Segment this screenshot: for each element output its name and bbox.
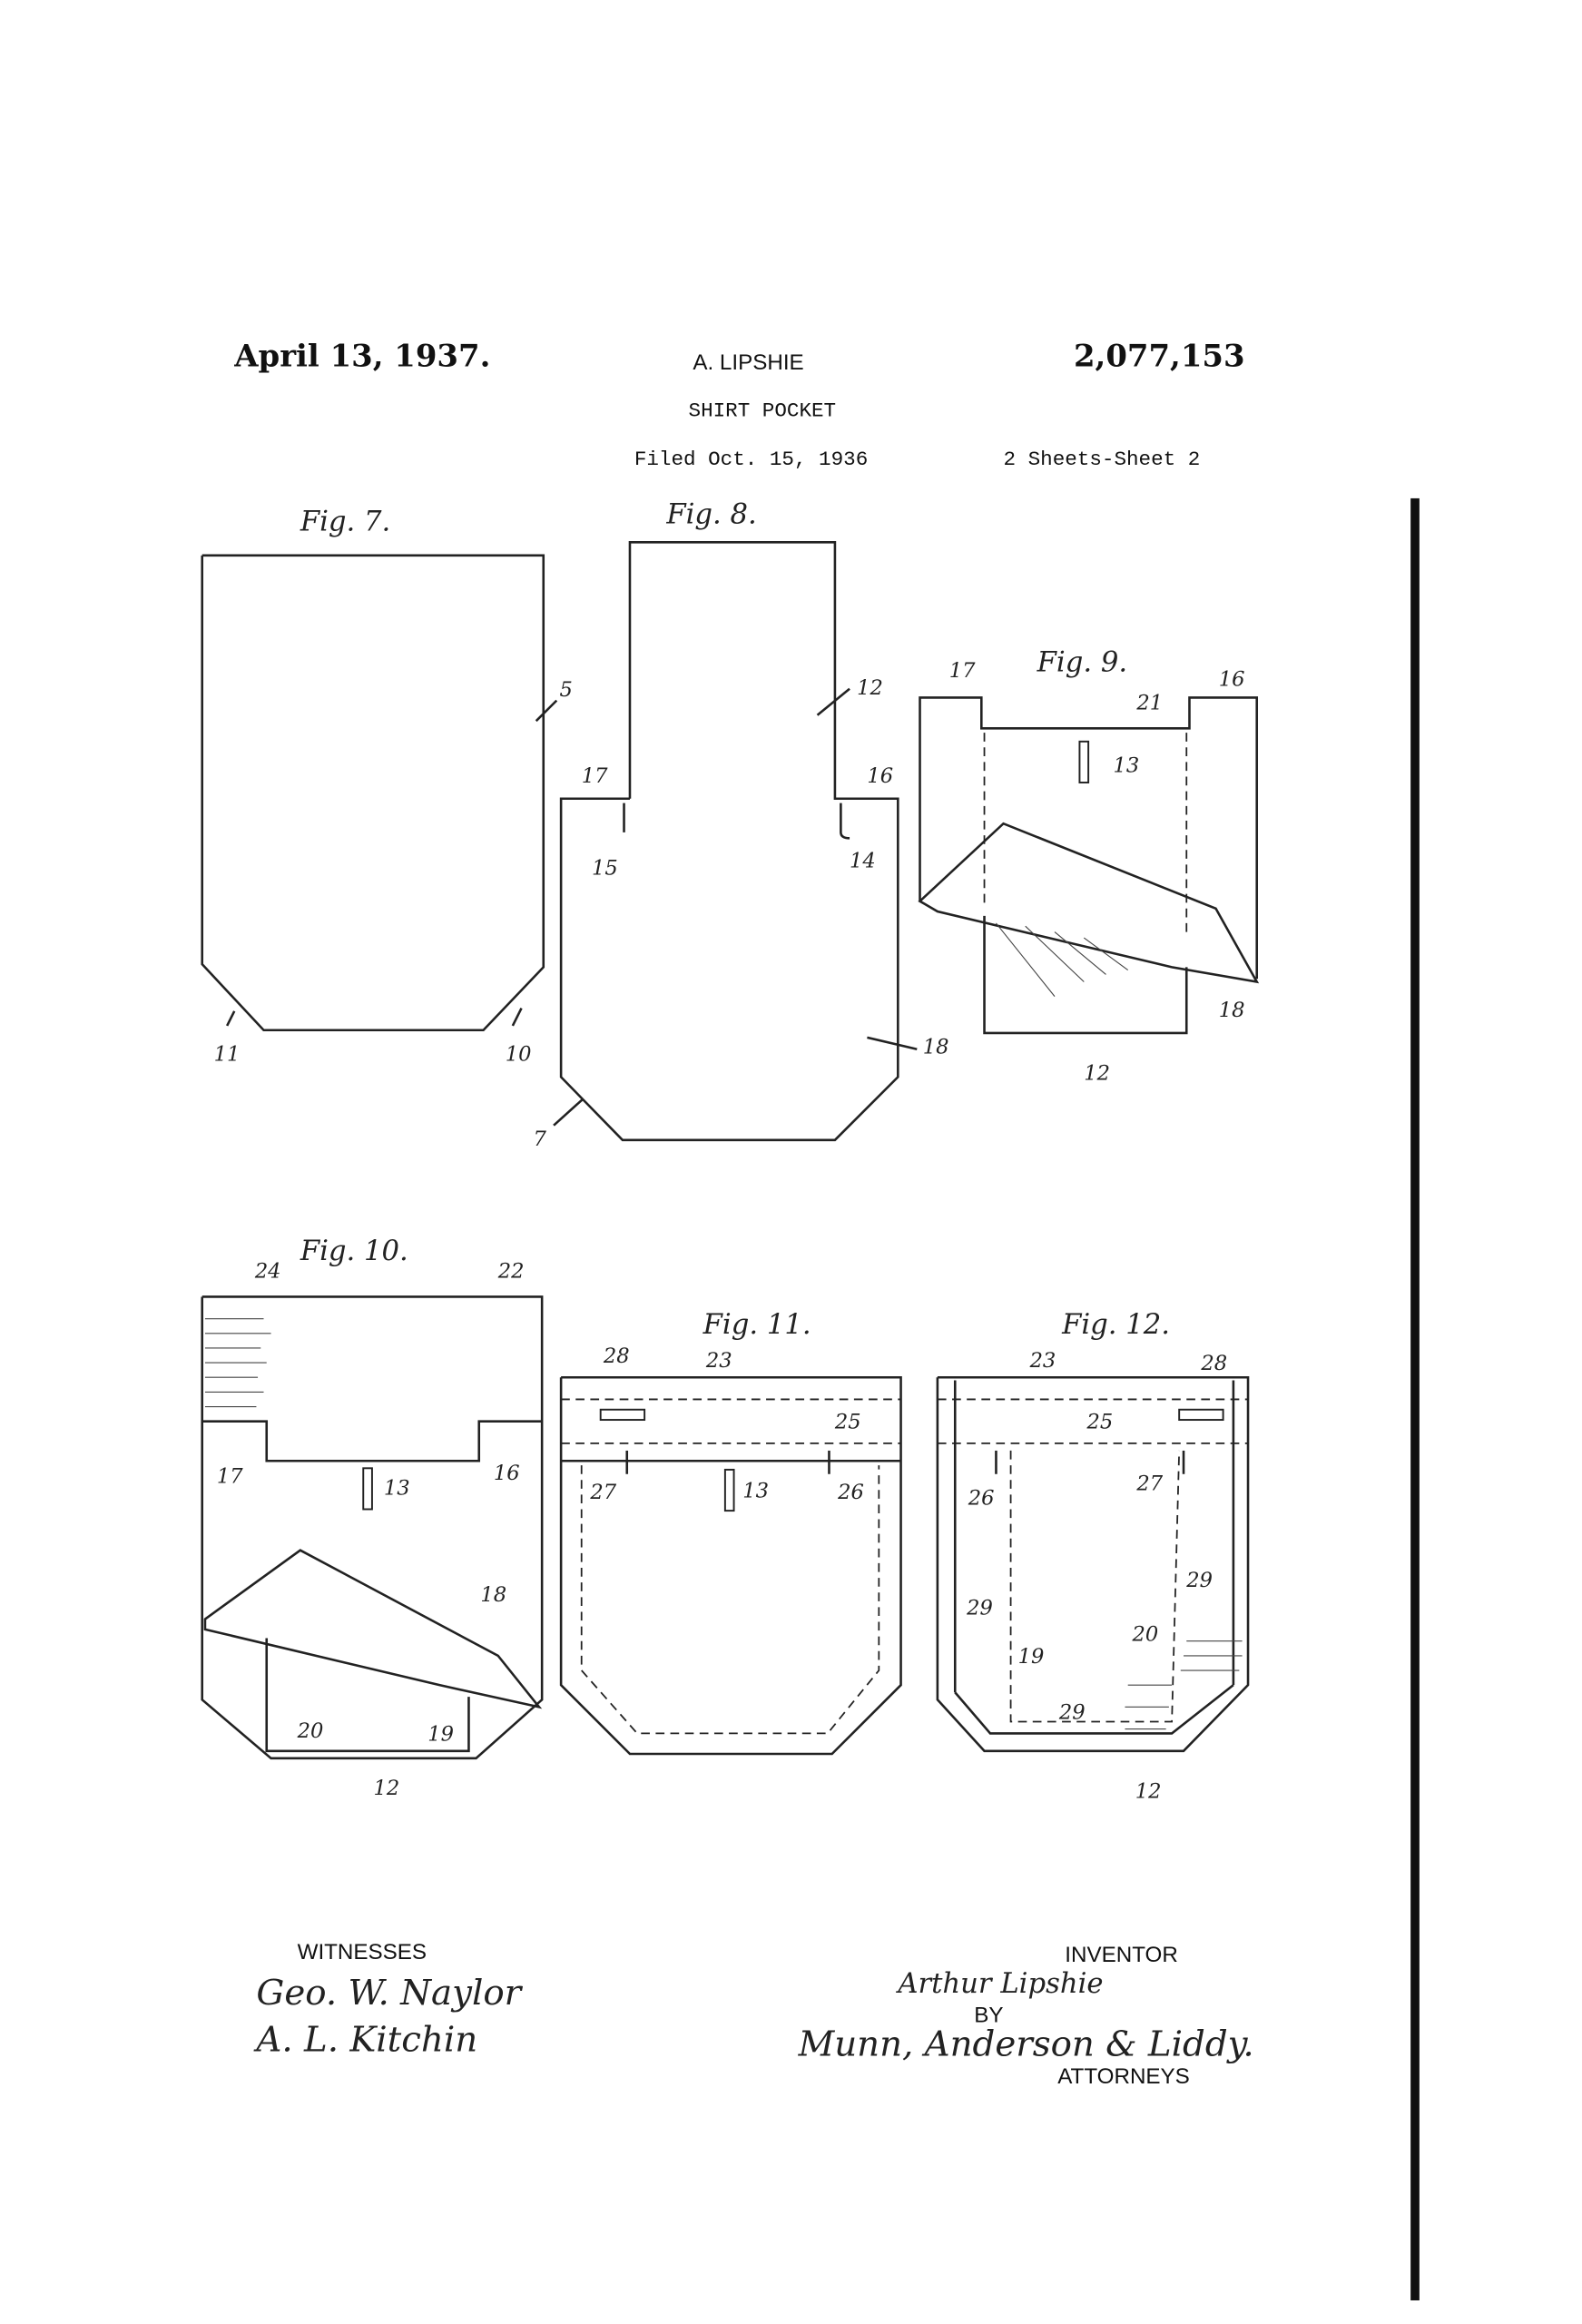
ref-label: 12 (857, 676, 883, 700)
figure-9: Fig. 9. 17 16 21 13 18 12 (918, 646, 1260, 1086)
ref-label: 21 (1135, 691, 1163, 714)
ref-label: 19 (427, 1722, 454, 1746)
ref-label: 12 (1084, 1062, 1110, 1086)
ref-label: 29 (1058, 1700, 1086, 1724)
margin-line (1410, 497, 1420, 2300)
ref-label: 13 (742, 1480, 769, 1503)
ref-label: 28 (1200, 1352, 1227, 1375)
figure-title: Fig. 8. (665, 498, 756, 530)
ref-label: 16 (494, 1462, 520, 1485)
attorneys-signature: Munn, Anderson & Liddy. (798, 2024, 1254, 2064)
ref-label: 10 (506, 1043, 532, 1067)
ref-label: 24 (254, 1259, 281, 1283)
ref-label: 17 (582, 764, 608, 788)
figure-title: Fig. 9. (1037, 646, 1127, 678)
ref-label: 23 (1029, 1349, 1056, 1373)
patent-number: 2,077,153 (1074, 338, 1245, 374)
ref-label: 18 (923, 1036, 949, 1059)
ref-label: 23 (705, 1349, 732, 1373)
ref-label: 25 (1086, 1411, 1114, 1434)
ref-label: 22 (497, 1259, 525, 1283)
ref-label: 17 (217, 1464, 243, 1488)
figure-title: Fig. 11. (703, 1309, 811, 1341)
inventor-label: INVENTOR (1065, 1943, 1178, 1967)
attorneys-label: ATTORNEYS (1057, 2064, 1190, 2089)
witnesses-label: WITNESSES (298, 1940, 427, 1965)
witness-signature: Geo. W. Naylor (256, 1973, 523, 2014)
figure-title: Fig. 12. (1061, 1309, 1170, 1341)
figure-11: Fig. 11. 28 23 25 27 13 26 (559, 1309, 902, 1756)
ref-label: 14 (850, 850, 876, 873)
ref-label: 18 (1219, 999, 1245, 1022)
ref-label: 19 (1018, 1645, 1045, 1669)
ref-label: 29 (966, 1597, 993, 1620)
ref-label: 26 (837, 1481, 864, 1504)
ref-label: 20 (297, 1719, 324, 1743)
ref-label: 12 (1135, 1779, 1162, 1803)
ref-label: 5 (560, 678, 573, 702)
ref-label: 25 (834, 1411, 861, 1434)
by-label: BY (974, 2003, 1003, 2027)
witness-signature: A. L. Kitchin (253, 2020, 477, 2061)
ref-label: 7 (533, 1128, 546, 1151)
ref-label: 27 (1135, 1472, 1163, 1496)
figure-12: Fig. 12. 23 28 25 26 27 29 29 20 19 29 1… (936, 1309, 1250, 1803)
ref-label: 13 (1114, 754, 1140, 778)
figure-title: Fig. 10. (300, 1236, 408, 1267)
figure-7: Fig. 7. 5 11 10 (201, 506, 573, 1067)
ref-label: 15 (592, 857, 618, 881)
patent-title: SHIRT POCKET (689, 399, 837, 423)
inventor-name: A. LIPSHIE (693, 350, 803, 375)
figure-title: Fig. 7. (300, 506, 390, 537)
ref-label: 26 (968, 1487, 995, 1511)
ref-label: 18 (480, 1583, 506, 1607)
ref-label: 13 (384, 1476, 410, 1500)
figure-10: Fig. 10. 24 22 17 16 13 18 20 19 12 (201, 1236, 544, 1800)
filed-date: Filed Oct. 15, 1936 (634, 448, 868, 471)
ref-label: 16 (1219, 667, 1245, 691)
ref-label: 27 (589, 1481, 616, 1504)
inventor-signature: Arthur Lipshie (895, 1968, 1103, 2000)
ref-label: 20 (1132, 1623, 1159, 1647)
ref-label: 17 (949, 659, 976, 683)
ref-label: 29 (1185, 1569, 1213, 1592)
ref-label: 11 (214, 1043, 241, 1067)
sheet-count: 2 Sheets-Sheet 2 (1004, 448, 1201, 471)
figure-8: Fig. 8. 12 17 16 15 14 18 7 (533, 498, 948, 1151)
ref-label: 12 (374, 1777, 400, 1800)
patent-date: April 13, 1937. (233, 338, 490, 374)
ref-label: 28 (603, 1344, 630, 1368)
ref-label: 16 (867, 764, 893, 788)
